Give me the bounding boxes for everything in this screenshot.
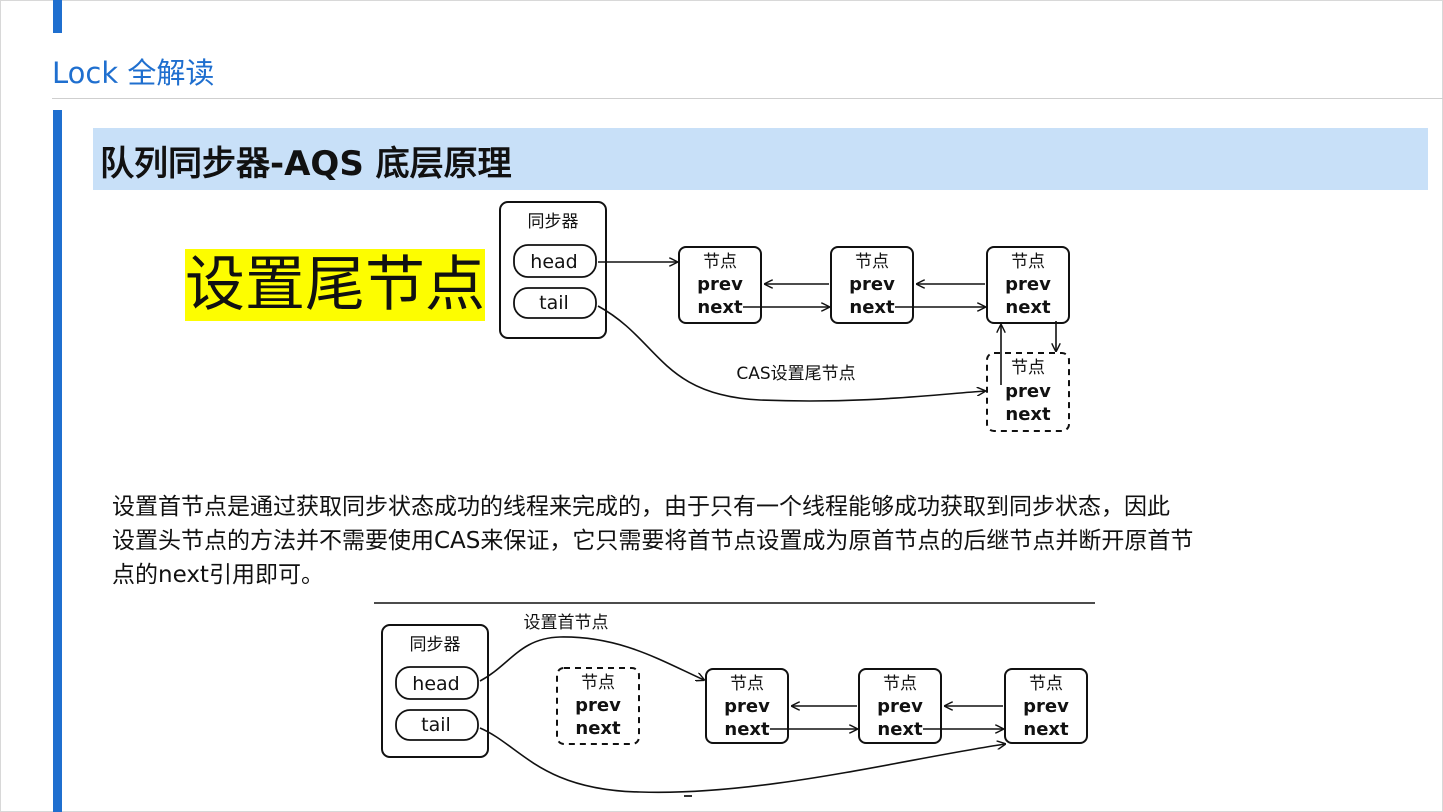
- node-prev: prev: [697, 274, 743, 295]
- tail-field: [513, 287, 597, 319]
- paragraph-line-1: 设置首节点是通过获取同步状态成功的线程来完成的，由于只有一个线程能够成功获取到同…: [112, 494, 1170, 520]
- node-1: 节点 prev next: [678, 246, 762, 324]
- set-head-label: 设置首节点: [524, 613, 609, 633]
- head-label: head: [530, 251, 577, 273]
- tail-label: tail: [539, 292, 569, 314]
- node-title: 节点: [1011, 358, 1045, 378]
- node-3: 节点 prev next: [986, 246, 1070, 324]
- header-divider: [52, 98, 1443, 99]
- tail-label: tail: [421, 714, 451, 736]
- node-prev: prev: [575, 695, 621, 716]
- node-next: next: [1023, 719, 1069, 740]
- diagram-set-tail: 同步器 head tail 节点 prev next 节点 prev next …: [499, 201, 1070, 432]
- node-next: next: [1005, 404, 1051, 425]
- cas-tail-curve: [597, 305, 985, 402]
- paragraph-line-3: 点的next引用即可。: [112, 562, 324, 588]
- node-next: next: [849, 297, 895, 318]
- footer-mark: [684, 795, 692, 797]
- node-prev: prev: [877, 696, 923, 717]
- node-c: 节点 prev next: [1004, 668, 1088, 744]
- node-prev: prev: [724, 696, 770, 717]
- node-title: 节点: [1029, 674, 1063, 694]
- section-band: [93, 128, 1428, 190]
- head-label: head: [412, 673, 459, 695]
- node-next: next: [724, 719, 770, 740]
- node-2: 节点 prev next: [830, 246, 914, 324]
- node-title: 节点: [581, 673, 615, 693]
- node-prev: prev: [1005, 381, 1051, 402]
- node-next: next: [1005, 297, 1051, 318]
- tail-curve: [479, 727, 1005, 794]
- node-title: 节点: [883, 674, 917, 694]
- node-b: 节点 prev next: [858, 668, 942, 744]
- set-tail-label: 设置尾节点: [185, 249, 485, 321]
- node-prev: prev: [1005, 274, 1051, 295]
- node-next: next: [877, 719, 923, 740]
- description-paragraph: 设置首节点是通过获取同步状态成功的线程来完成的，由于只有一个线程能够成功获取到同…: [112, 490, 1382, 592]
- old-head-node: 节点 prev next: [556, 667, 640, 745]
- new-tail-node: 节点 prev next: [986, 352, 1070, 432]
- paragraph-line-2: 设置头节点的方法并不需要使用CAS来保证，它只需要将首节点设置成为原首节点的后继…: [112, 528, 1194, 554]
- node-next: next: [575, 718, 621, 739]
- tail-field: [395, 709, 479, 741]
- head-field: [513, 244, 597, 278]
- node-title: 节点: [855, 252, 889, 272]
- node-a: 节点 prev next: [705, 668, 789, 744]
- node-next: next: [697, 297, 743, 318]
- side-accent-bar: [53, 110, 62, 812]
- cas-label: CAS设置尾节点: [736, 364, 855, 384]
- synchronizer-title: 同步器: [528, 212, 579, 232]
- section-title: 队列同步器-AQS 底层原理: [100, 144, 512, 184]
- node-prev: prev: [1023, 696, 1069, 717]
- node-title: 节点: [1011, 252, 1045, 272]
- diagram-set-head: 同步器 head tail 节点 prev next 节点 prev next …: [381, 613, 1088, 794]
- header-title: Lock 全解读: [52, 56, 215, 90]
- node-title: 节点: [703, 252, 737, 272]
- head-field: [395, 666, 479, 700]
- node-prev: prev: [849, 274, 895, 295]
- synchronizer-title: 同步器: [410, 635, 461, 655]
- set-head-curve: [479, 636, 704, 682]
- top-accent-bar: [53, 0, 62, 33]
- node-title: 节点: [730, 674, 764, 694]
